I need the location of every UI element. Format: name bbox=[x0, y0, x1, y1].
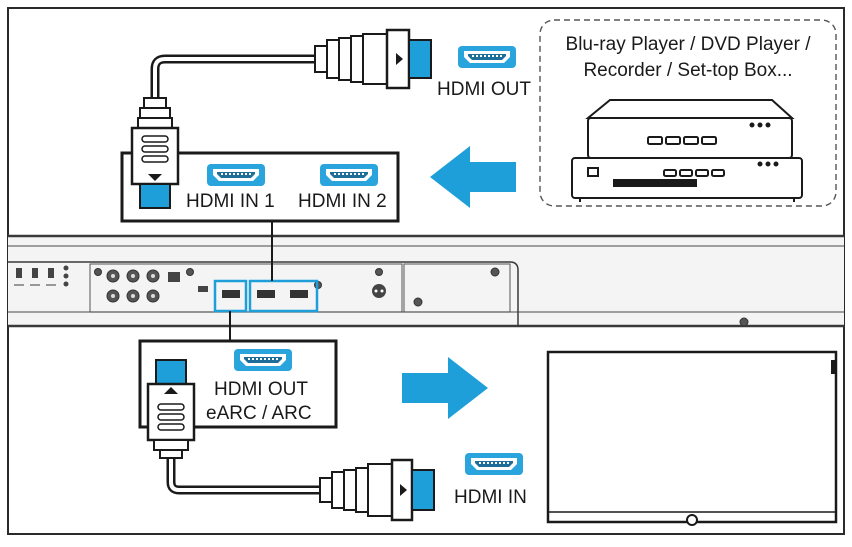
hdmi-in-2-label: HDMI IN 2 bbox=[298, 191, 387, 212]
hdmi-port-icon bbox=[458, 46, 516, 68]
soundbar-icon bbox=[8, 234, 844, 328]
hdmi-port-icon bbox=[320, 164, 378, 186]
source-devices-label-line1: Blu-ray Player / DVD Player / bbox=[565, 34, 811, 55]
hdmi-cable-bottom bbox=[146, 359, 435, 522]
hdmi-plug-icon bbox=[319, 458, 435, 522]
hdmi-cable-top bbox=[130, 28, 432, 209]
hdmi-port-icon bbox=[234, 349, 292, 371]
hdmi-plug-icon bbox=[130, 97, 180, 209]
soundbar-hdmi-out-label: HDMI OUT bbox=[214, 379, 308, 400]
source-device-box bbox=[539, 19, 837, 207]
hdmi-port-icon bbox=[465, 453, 523, 475]
tv-icon bbox=[546, 350, 838, 526]
bluray-player-icon bbox=[571, 99, 803, 202]
source-devices-label-line2: Recorder / Set-top Box... bbox=[583, 60, 793, 81]
source-hdmi-out-label: HDMI OUT bbox=[437, 79, 531, 100]
arrow-left-icon bbox=[430, 146, 516, 208]
hdmi-plug-icon bbox=[314, 28, 432, 90]
hdmi-port-icon bbox=[207, 164, 265, 186]
hdmi-in-1-label: HDMI IN 1 bbox=[186, 191, 275, 212]
hdmi-plug-icon bbox=[146, 359, 196, 459]
soundbar-earc-label: eARC / ARC bbox=[206, 403, 312, 424]
arrow-right-icon bbox=[402, 357, 488, 419]
tv-hdmi-in-label: HDMI IN bbox=[454, 487, 527, 508]
